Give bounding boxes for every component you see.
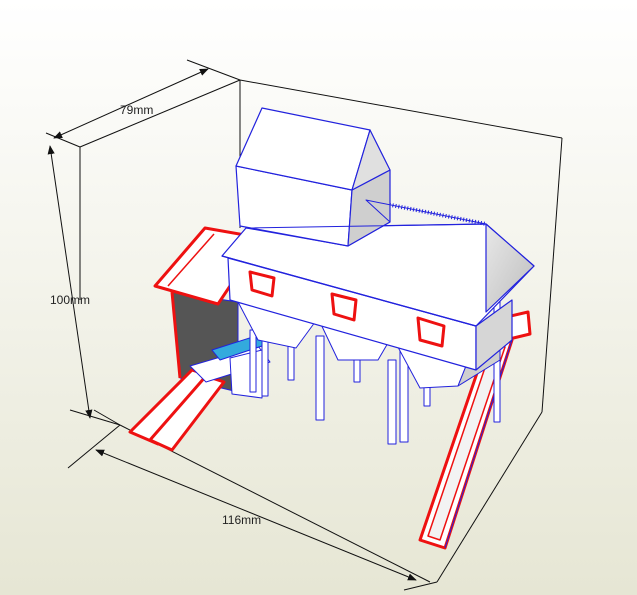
width-dimension-line [95, 449, 417, 581]
dimension-lines [45, 59, 438, 591]
box-top-back-edge [239, 79, 563, 139]
height-extension-bottom [69, 409, 121, 426]
width-label: 116mm [222, 513, 261, 527]
window-right [416, 316, 446, 348]
depth-extension-left [45, 132, 81, 148]
height-dimension-line [47, 145, 93, 419]
window-left [248, 270, 276, 298]
height-label: 100mm [50, 293, 90, 307]
window-center [330, 292, 358, 322]
box-bottom-right-edge [436, 411, 543, 583]
windows [248, 270, 446, 348]
box-bottom-left-edge [93, 409, 121, 426]
depth-label: 79mm [120, 103, 153, 117]
building-model [128, 107, 535, 550]
upper-tower [235, 107, 487, 247]
box-back-right-edge [541, 137, 563, 413]
width-extension-right [403, 581, 438, 591]
depth-dimension-line [53, 68, 209, 139]
width-extension-left [67, 424, 121, 469]
depth-extension-right [186, 59, 241, 81]
